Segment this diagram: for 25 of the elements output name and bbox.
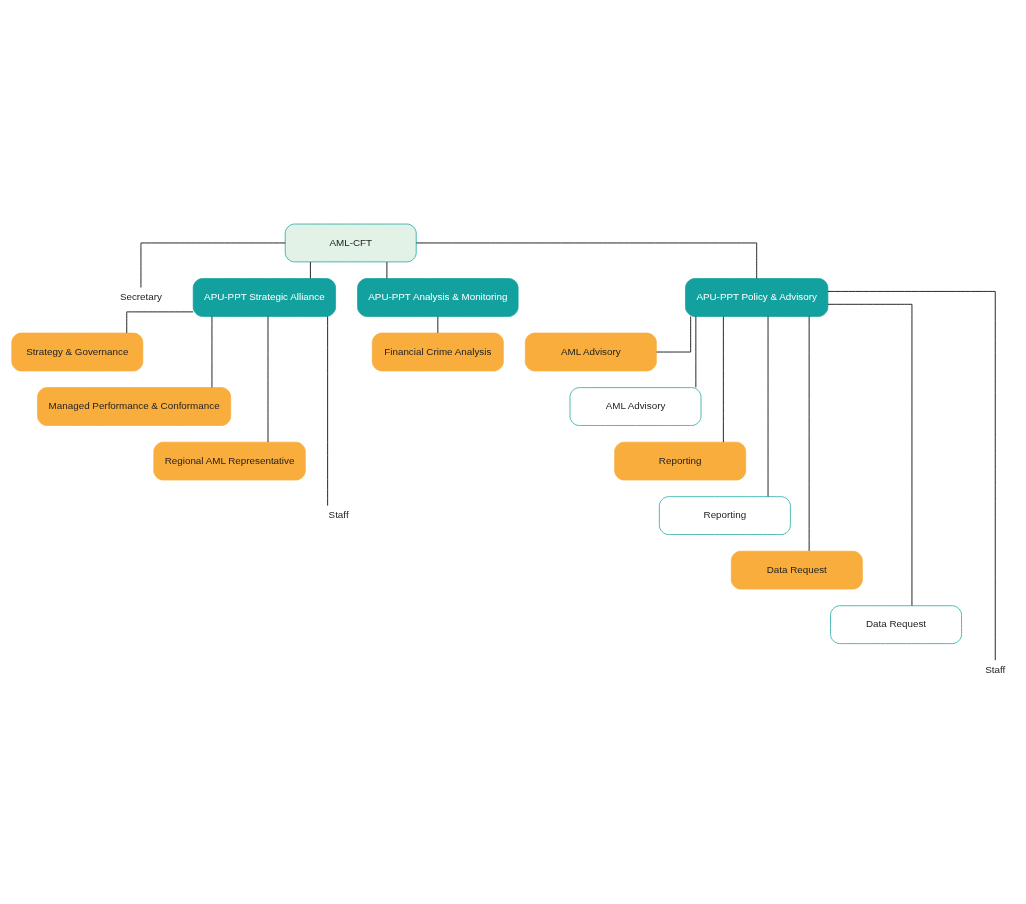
connector xyxy=(309,261,311,279)
connector xyxy=(415,242,758,279)
node-box: AML Advisory xyxy=(569,387,702,426)
node-box: APU-PPT Strategic Alliance xyxy=(192,278,336,317)
connector xyxy=(126,311,194,334)
node-box: Managed Performance & Conformance xyxy=(37,387,232,426)
node-text: Staff xyxy=(985,663,1006,675)
node-box: AML Advisory xyxy=(524,332,657,372)
connector xyxy=(827,303,913,607)
node-box: Data Request xyxy=(830,605,962,644)
connector xyxy=(327,316,329,507)
node-box: APU-PPT Analysis & Monitoring xyxy=(357,278,519,317)
node-box: Data Request xyxy=(730,550,863,590)
node-text: Secretary xyxy=(119,291,162,303)
node-box: Reporting xyxy=(614,441,747,481)
node-box: Financial Crime Analysis xyxy=(371,332,504,372)
node-box: APU-PPT Policy & Advisory xyxy=(685,278,829,317)
node-text: Staff xyxy=(328,509,349,521)
connector xyxy=(827,291,996,661)
node-box: Strategy & Governance xyxy=(11,332,144,372)
connector xyxy=(722,316,724,443)
connector xyxy=(656,316,692,353)
node-box: Regional AML Representative xyxy=(153,441,306,481)
node-box: AML-CFT xyxy=(284,223,417,263)
node-box: Reporting xyxy=(659,496,791,535)
